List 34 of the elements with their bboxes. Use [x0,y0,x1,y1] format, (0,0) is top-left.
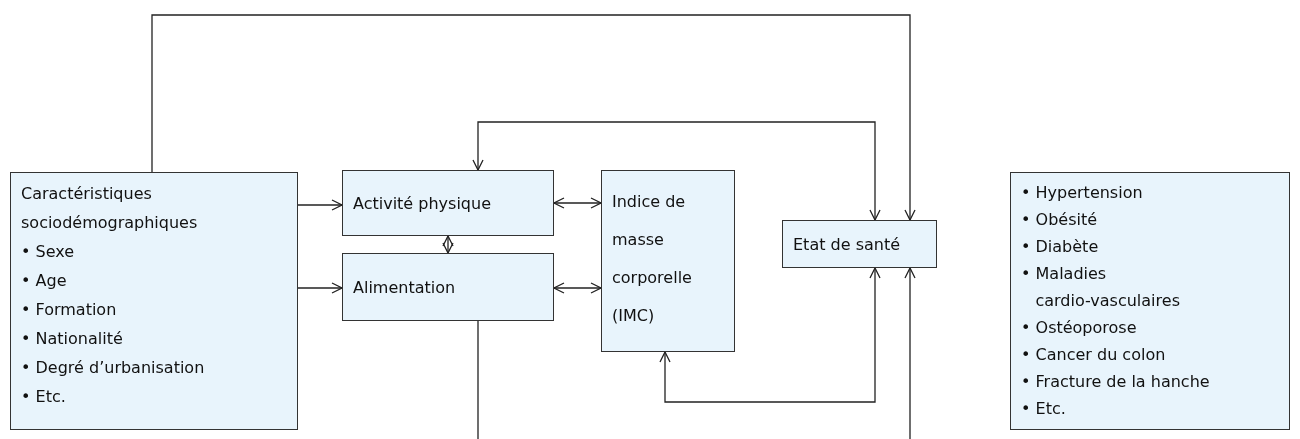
arrow [442,235,454,254]
list-item: • Fracture de la hanche [1021,371,1211,393]
process-box [601,170,735,352]
list-item: • Age [21,270,68,292]
list-item: • Ostéoporose [1021,317,1138,339]
box-label: Etat de santé [793,233,901,256]
arrow [297,199,343,211]
list-item: • Nationalité [21,328,124,350]
list-item: • Etc. [21,386,67,408]
arrow [477,267,916,439]
box-label: Alimentation [353,276,456,299]
arrow [659,267,881,403]
list-item: • Formation [21,299,118,321]
disease-list-box [1010,172,1290,430]
box-label: Indice de masse corporelle (IMC) [612,191,693,327]
list-item: • Hypertension [1021,182,1144,204]
list-item: • Sexe [21,241,76,263]
outcome-box [782,220,937,268]
arrow [553,282,602,294]
box-label: Activité physique [353,192,491,215]
arrow [472,121,881,221]
box-heading: Caractéristiques sociodémographiques [21,183,199,234]
factor-list-box [10,172,298,430]
arrow [553,197,602,209]
process-box [342,253,554,321]
list-item: • Etc. [1021,398,1067,420]
arrow [297,282,343,294]
process-box [342,170,554,236]
list-item: • Degré d’urbanisation [21,357,206,379]
arrow [151,14,916,221]
list-item: • Obésité [1021,209,1099,231]
list-item: • Diabète [1021,236,1100,258]
list-item: • Maladies cardio-vasculaires [1021,263,1181,312]
list-item: • Cancer du colon [1021,344,1167,366]
